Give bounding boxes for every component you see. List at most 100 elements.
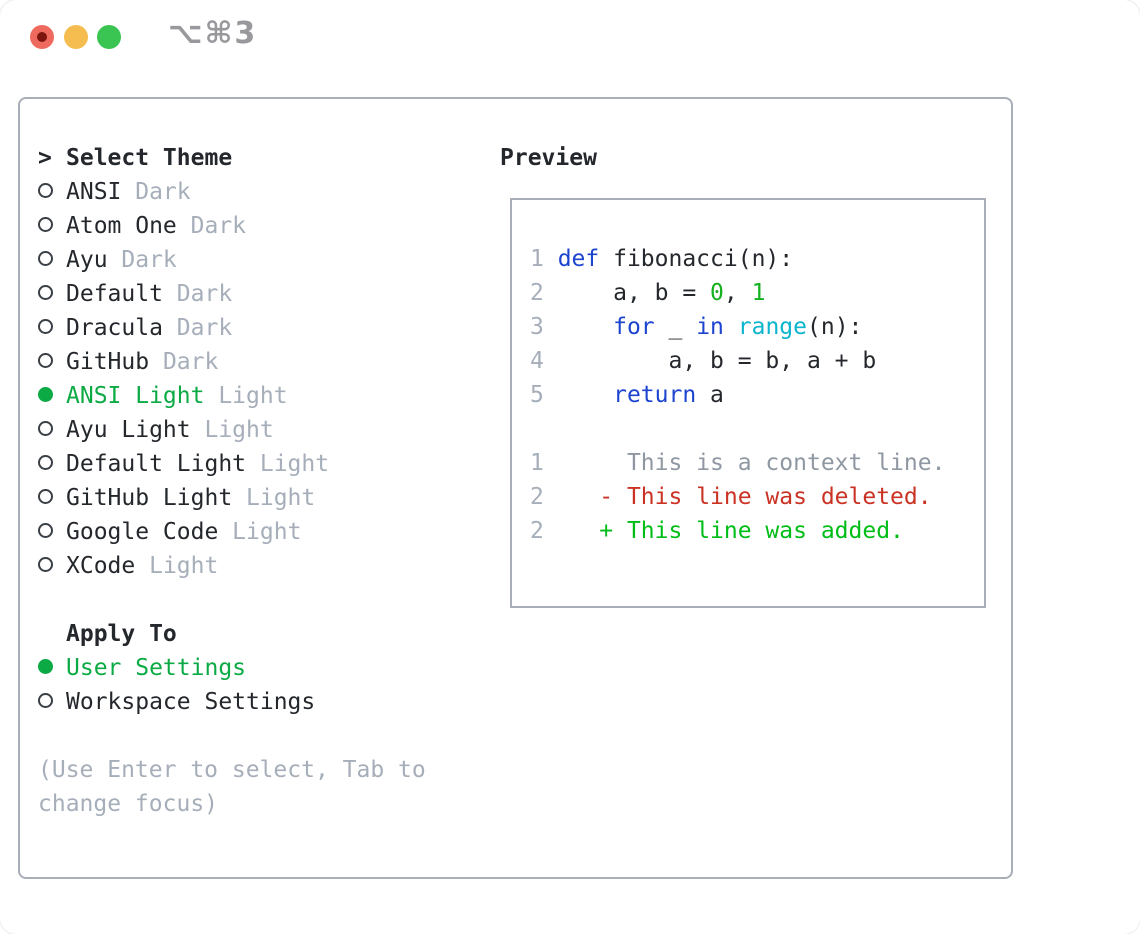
code-token xyxy=(558,382,613,408)
apply-option-label: Workspace Settings xyxy=(66,689,316,715)
window-shortcut-label: ⌥⌘3 xyxy=(168,16,258,51)
context-marker xyxy=(599,450,627,476)
code-token xyxy=(724,314,738,340)
line-number: 2 xyxy=(530,280,558,306)
theme-name: XCode xyxy=(66,553,136,579)
code-line: 3 for _ in range(n): xyxy=(530,310,974,344)
theme-variant: Dark xyxy=(162,315,233,341)
code-token: a, b = b, a + b xyxy=(557,348,877,374)
radio-icon xyxy=(38,353,53,368)
radio-icon xyxy=(38,285,53,300)
radio-icon xyxy=(38,217,53,232)
zoom-button[interactable] xyxy=(97,25,121,49)
theme-name: Default Light xyxy=(66,451,247,477)
diff-line-deleted: 2 - This line was deleted. xyxy=(530,480,974,514)
apply-to-title: Apply To xyxy=(38,617,426,651)
code-token: a xyxy=(696,382,724,408)
radio-icon xyxy=(38,693,53,708)
code-token: for xyxy=(613,314,655,340)
theme-name: Google Code xyxy=(66,519,219,545)
theme-option[interactable]: Ayu Light Light xyxy=(38,413,426,447)
theme-option[interactable]: Ayu Dark xyxy=(38,243,426,277)
diff-line-context: 1 This is a context line. xyxy=(530,446,974,480)
close-button[interactable] xyxy=(30,25,54,49)
theme-name: Dracula xyxy=(66,315,163,341)
theme-variant: Light xyxy=(232,485,316,511)
theme-variant: Light xyxy=(135,553,219,579)
code-line: 5 return a xyxy=(530,378,974,412)
theme-option[interactable]: Default Light Light xyxy=(38,447,426,481)
theme-variant: Light xyxy=(204,383,288,409)
theme-name: GitHub xyxy=(66,349,150,375)
radio-icon xyxy=(38,319,53,334)
theme-option[interactable]: Default Dark xyxy=(38,277,426,311)
theme-option[interactable]: Dracula Dark xyxy=(38,311,426,345)
plus-marker-icon: + xyxy=(599,518,627,544)
theme-option[interactable]: ANSI Dark xyxy=(38,175,426,209)
code-token: in xyxy=(696,314,724,340)
theme-variant: Light xyxy=(218,519,302,545)
theme-variant: Light xyxy=(190,417,274,443)
line-number: 5 xyxy=(530,382,558,408)
code-token: fibonacci(n): xyxy=(599,246,794,272)
theme-option[interactable]: XCode Light xyxy=(38,549,426,583)
code-line: 4 a, b = b, a + b xyxy=(530,344,974,378)
theme-variant: Dark xyxy=(162,281,233,307)
code-line: 2 a, b = 0, 1 xyxy=(530,276,974,310)
theme-option[interactable]: GitHub Light Light xyxy=(38,481,426,515)
titlebar: ⌥⌘3 xyxy=(0,0,1140,75)
theme-name: Ayu Light xyxy=(66,417,191,443)
line-number: 1 xyxy=(530,450,600,476)
diff-line-added: 2 + This line was added. xyxy=(530,514,974,548)
code-token: , xyxy=(723,280,752,306)
prompt-caret-icon: > xyxy=(38,145,52,171)
select-theme-title-label: Select Theme xyxy=(66,145,233,171)
minimize-button[interactable] xyxy=(64,25,88,49)
radio-icon xyxy=(38,489,53,504)
help-text-line-1: (Use Enter to select, Tab to xyxy=(38,757,426,783)
theme-option[interactable]: GitHub Dark xyxy=(38,345,426,379)
radio-icon xyxy=(38,251,53,266)
diff-text: This line was added. xyxy=(626,518,904,544)
code-token: def xyxy=(557,246,600,272)
theme-option[interactable]: ANSI Light Light xyxy=(38,379,426,413)
theme-name: ANSI Light xyxy=(66,383,205,409)
help-text-line-2: change focus) xyxy=(38,791,219,817)
theme-name: ANSI xyxy=(66,179,122,205)
apply-option[interactable]: User Settings xyxy=(38,651,426,685)
radio-selected-icon xyxy=(38,387,53,402)
theme-option[interactable]: Google Code Light xyxy=(38,515,426,549)
code-token: range xyxy=(737,314,807,340)
radio-icon xyxy=(38,183,53,198)
line-number: 2 xyxy=(530,484,600,510)
code-token: a, b = xyxy=(557,280,711,306)
code-token: (n): xyxy=(807,314,863,340)
theme-name: Ayu xyxy=(66,247,108,273)
spacer-line xyxy=(38,583,426,617)
modified-dot-icon xyxy=(37,32,47,42)
line-number: 1 xyxy=(530,246,558,272)
radio-icon xyxy=(38,557,53,572)
theme-name: Atom One xyxy=(66,213,177,239)
apply-option[interactable]: Workspace Settings xyxy=(38,685,426,719)
theme-name: GitHub Light xyxy=(66,485,233,511)
diff-text: This line was deleted. xyxy=(626,484,932,510)
apply-option-label: User Settings xyxy=(66,655,247,681)
theme-variant: Light xyxy=(246,451,330,477)
preview-title: Preview xyxy=(500,145,597,171)
code-token: return xyxy=(613,382,697,408)
radio-icon xyxy=(38,421,53,436)
theme-variant: Dark xyxy=(176,213,247,239)
line-number: 3 xyxy=(530,314,558,340)
code-token: 1 xyxy=(751,280,766,306)
code-token: _ xyxy=(654,314,697,340)
theme-option[interactable]: Atom One Dark xyxy=(38,209,426,243)
line-number: 4 xyxy=(530,348,558,374)
diff-text: This is a context line. xyxy=(626,450,946,476)
